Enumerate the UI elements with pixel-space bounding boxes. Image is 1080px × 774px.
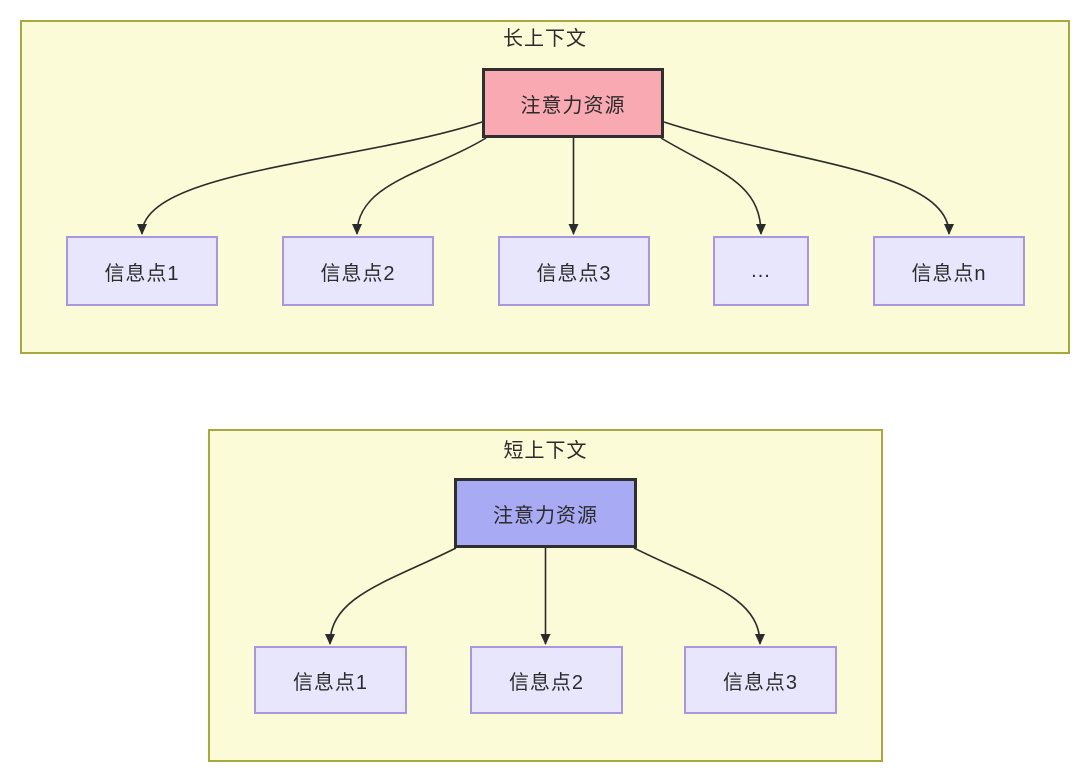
long-node-3: 信息点3 — [498, 236, 650, 306]
long-context-hub: 注意力资源 — [482, 68, 664, 138]
arrow-long-hub-to-node4 — [660, 137, 766, 235]
short-node-2: 信息点2 — [470, 646, 623, 714]
long-node-n: 信息点n — [873, 236, 1025, 306]
arrow-short-hub-to-node3 — [633, 547, 765, 645]
long-context-title: 长上下文 — [503, 28, 587, 50]
short-node-3: 信息点3 — [684, 646, 837, 714]
arrow-long-hub-to-node5 — [663, 121, 954, 235]
long-node-2: 信息点2 — [282, 236, 434, 306]
short-node-1: 信息点1 — [254, 646, 407, 714]
short-context-title: 短上下文 — [503, 440, 588, 462]
arrow-long-hub-to-node2 — [352, 137, 487, 235]
arrow-short-hub-to-node1 — [325, 547, 457, 645]
long-node-1: 信息点1 — [66, 236, 218, 306]
arrow-long-hub-to-node1 — [137, 121, 483, 235]
short-context-hub: 注意力资源 — [454, 478, 637, 548]
long-node-ellipsis: ... — [713, 236, 809, 306]
